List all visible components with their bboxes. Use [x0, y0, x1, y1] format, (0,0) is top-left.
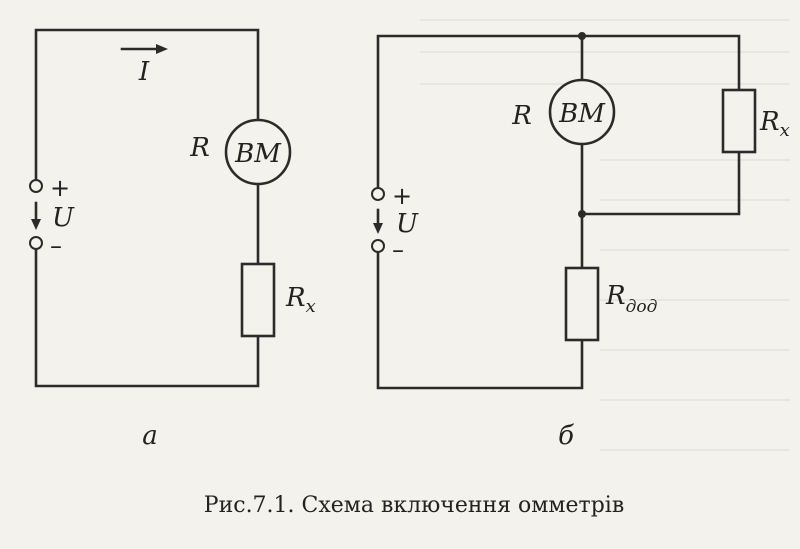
- circuit-b-main-wire: [376, 34, 741, 188]
- resistor-radd-b: [564, 266, 600, 342]
- rx-label-b: Rx: [759, 107, 790, 141]
- junction-mid-b: [578, 210, 586, 218]
- resistance-label-b: R: [511, 101, 532, 131]
- resistor-rx-a: [240, 262, 276, 338]
- subcaption-a: а: [142, 421, 158, 451]
- circuit-b: BM R Rx Rдод + – U б: [371, 32, 790, 451]
- voltage-label-b: U: [396, 209, 419, 239]
- plus-label-b: +: [392, 182, 412, 210]
- current-arrow-head-a: [156, 44, 168, 54]
- terminal-plus-a: [29, 179, 43, 193]
- current-label-a: I: [138, 57, 150, 87]
- circuit-b-bottom-wire: [376, 250, 584, 390]
- minus-label-a: –: [50, 232, 62, 260]
- figure-caption: Рис.7.1. Схема включення омметрів: [204, 493, 624, 518]
- resistance-label-a: R: [189, 133, 210, 163]
- terminal-minus-a: [29, 236, 43, 250]
- radd-label-b: Rдод: [605, 281, 658, 317]
- voltage-arrow-head-b: [373, 223, 383, 234]
- meter-label-a: BM: [234, 139, 282, 169]
- voltmeter-circle-b: [548, 78, 616, 146]
- voltage-arrow-head-a: [31, 219, 41, 230]
- background-texture: [420, 19, 790, 451]
- minus-label-b: –: [392, 236, 404, 264]
- terminal-minus-b: [371, 239, 385, 253]
- circuit-a-top-wire: [34, 28, 260, 180]
- plus-label-a: +: [50, 174, 70, 202]
- circuit-a-right-wire: [34, 182, 260, 388]
- meter-label-b: BM: [558, 99, 606, 129]
- terminal-plus-b: [371, 187, 385, 201]
- voltage-label-a: U: [52, 203, 75, 233]
- junction-top-b: [578, 32, 586, 40]
- resistor-rx-b: [721, 88, 757, 154]
- circuit-b-rx-return: [580, 148, 741, 270]
- rx-label-a: Rx: [285, 283, 316, 317]
- subcaption-b: б: [558, 421, 574, 451]
- circuit-a: BM R Rx I + – U а: [29, 28, 316, 451]
- voltmeter-circle-a: [224, 118, 292, 186]
